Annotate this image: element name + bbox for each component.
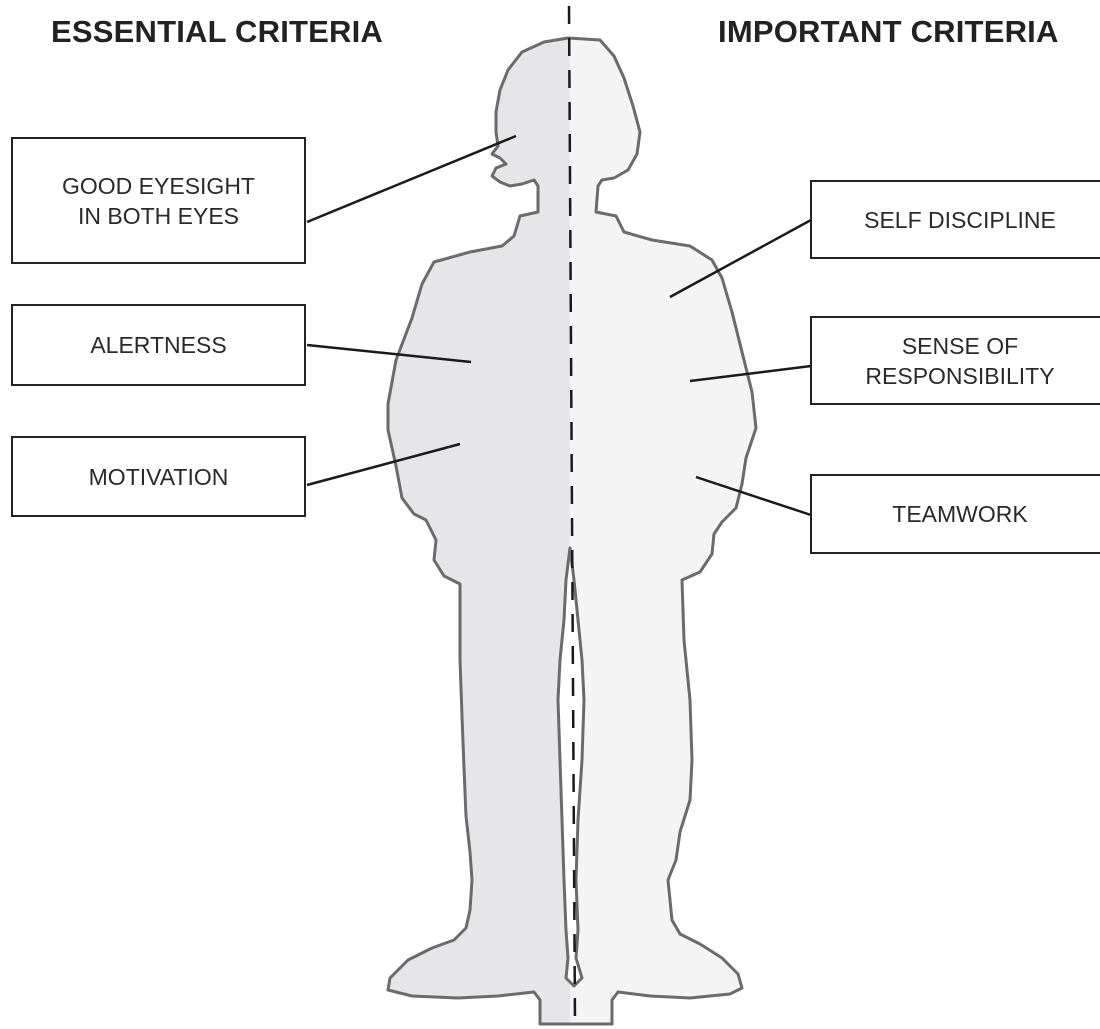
criterion-sense-of-responsibility: SENSE OF RESPONSIBILITY <box>810 316 1100 405</box>
criterion-alertness: ALERTNESS <box>11 304 306 386</box>
criterion-motivation: MOTIVATION <box>11 436 306 517</box>
criterion-good-eyesight: GOOD EYESIGHT IN BOTH EYES <box>11 137 306 264</box>
leader-line-eyesight <box>307 136 516 222</box>
criterion-self-discipline: SELF DISCIPLINE <box>810 180 1100 259</box>
criterion-teamwork: TEAMWORK <box>810 474 1100 554</box>
